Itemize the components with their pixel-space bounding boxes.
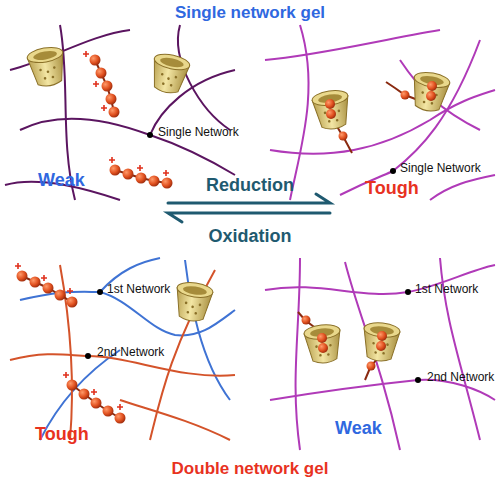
network-label: 1st Network — [415, 283, 478, 297]
process-label: Oxidation — [208, 226, 291, 247]
charged-guest-chain — [83, 51, 120, 118]
polymer-network — [265, 25, 495, 200]
network-label: Single Network — [158, 126, 239, 140]
network-label: Single Network — [400, 162, 481, 176]
network-marker — [85, 353, 91, 359]
network-marker — [390, 168, 396, 174]
state-label: Weak — [38, 170, 85, 191]
redox-arrows — [168, 194, 330, 222]
cyclodextrin-cup — [26, 45, 68, 89]
state-label: Tough — [35, 424, 89, 445]
state-label: Weak — [335, 418, 382, 439]
inclusion-complex — [361, 321, 401, 380]
network-label: 2nd Network — [97, 346, 164, 360]
inclusion-complex — [298, 312, 343, 365]
network-marker — [405, 289, 411, 295]
polymer-network — [265, 258, 495, 450]
charged-guest-chain — [15, 263, 78, 308]
network-marker — [147, 132, 153, 138]
figure-caption: Double network gel — [0, 459, 500, 479]
figure-title: Single network gel — [0, 3, 500, 23]
inclusion-complex — [386, 70, 451, 114]
inclusion-complex — [311, 89, 352, 153]
polymer-network — [10, 258, 235, 440]
cyclodextrin-cup — [148, 51, 191, 96]
state-label: Tough — [365, 178, 419, 199]
process-label: Reduction — [206, 175, 294, 196]
charged-guest-chain — [63, 372, 126, 424]
polymer-network — [5, 25, 235, 200]
charged-guest-chain — [109, 157, 173, 189]
network-label: 2nd Network — [427, 371, 494, 385]
network-marker — [97, 289, 103, 295]
cyclodextrin-cup — [173, 281, 214, 324]
network-marker — [415, 377, 421, 383]
network-label: 1st Network — [107, 283, 170, 297]
